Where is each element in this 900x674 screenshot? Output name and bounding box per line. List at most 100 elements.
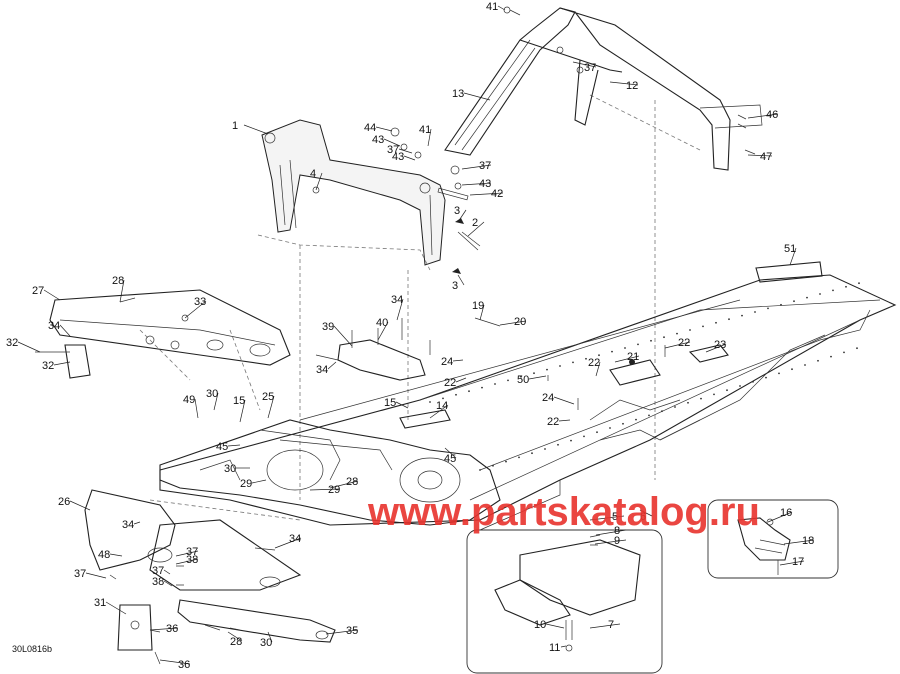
callout-26[interactable]: 26 xyxy=(58,496,70,508)
rivet xyxy=(583,435,585,438)
callout-36[interactable]: 36 xyxy=(178,659,190,671)
callout-33[interactable]: 33 xyxy=(194,296,206,308)
callout-29[interactable]: 29 xyxy=(240,478,252,490)
callout-31[interactable]: 31 xyxy=(94,597,106,609)
callout-51[interactable]: 51 xyxy=(784,243,796,255)
callout-3[interactable]: 3 xyxy=(454,205,460,217)
callout-43[interactable]: 43 xyxy=(479,178,491,190)
callout-1[interactable]: 1 xyxy=(232,120,238,132)
callout-28[interactable]: 28 xyxy=(230,636,242,648)
callout-3[interactable]: 3 xyxy=(452,280,458,292)
callout-15[interactable]: 15 xyxy=(384,397,396,409)
callout-30[interactable]: 30 xyxy=(206,388,218,400)
callout-47[interactable]: 47 xyxy=(760,151,772,163)
callout-32[interactable]: 32 xyxy=(42,360,54,372)
callout-30[interactable]: 30 xyxy=(260,637,272,649)
center-crossmember[interactable] xyxy=(315,318,431,381)
callout-2[interactable]: 2 xyxy=(472,217,478,229)
leader-line-36 xyxy=(159,659,191,665)
leader-line-15 xyxy=(395,401,409,409)
callout-22[interactable]: 22 xyxy=(678,337,690,349)
callout-22[interactable]: 22 xyxy=(588,357,600,369)
callout-15[interactable]: 15 xyxy=(233,395,245,407)
callout-16[interactable]: 16 xyxy=(780,507,792,519)
callout-23[interactable]: 23 xyxy=(714,339,726,351)
callout-10[interactable]: 10 xyxy=(534,619,546,631)
rivet xyxy=(832,289,834,292)
front-bulkhead[interactable] xyxy=(159,419,501,526)
callout-39[interactable]: 39 xyxy=(322,321,334,333)
callout-8[interactable]: 8 xyxy=(614,525,620,537)
callout-43[interactable]: 43 xyxy=(372,134,384,146)
callout-37[interactable]: 37 xyxy=(152,565,164,577)
callout-7[interactable]: 7 xyxy=(608,619,614,631)
callout-5[interactable]: 5 xyxy=(612,511,618,523)
callout-21[interactable]: 21 xyxy=(627,351,639,363)
callout-13[interactable]: 13 xyxy=(452,88,464,100)
callout-35[interactable]: 35 xyxy=(346,625,358,637)
rivet xyxy=(546,368,548,371)
tunnel-brackets[interactable] xyxy=(399,261,823,429)
callout-34[interactable]: 34 xyxy=(48,320,60,332)
callout-22[interactable]: 22 xyxy=(444,377,456,389)
leader-line-19 xyxy=(479,304,485,321)
leader-line-13 xyxy=(463,92,491,101)
callout-38[interactable]: 38 xyxy=(186,554,198,566)
callout-42[interactable]: 42 xyxy=(491,188,503,200)
callout-18[interactable]: 18 xyxy=(802,535,814,547)
callout-34[interactable]: 34 xyxy=(289,533,301,545)
callout-34[interactable]: 34 xyxy=(316,364,328,376)
callout-19[interactable]: 19 xyxy=(472,300,484,312)
callout-43[interactable]: 43 xyxy=(392,151,404,163)
callout-34[interactable]: 34 xyxy=(122,519,134,531)
callout-28[interactable]: 28 xyxy=(346,476,358,488)
leader-line-18 xyxy=(783,539,815,545)
callout-37[interactable]: 37 xyxy=(584,62,596,74)
callout-22[interactable]: 22 xyxy=(547,416,559,428)
rivet xyxy=(754,311,756,313)
front-upper-frame[interactable] xyxy=(257,119,446,271)
callout-41[interactable]: 41 xyxy=(486,1,498,13)
callout-36[interactable]: 36 xyxy=(166,623,178,635)
callout-12[interactable]: 12 xyxy=(626,80,638,92)
callout-9[interactable]: 9 xyxy=(614,535,620,547)
callout-45[interactable]: 45 xyxy=(444,453,456,465)
callout-40[interactable]: 40 xyxy=(376,317,388,329)
callout-27[interactable]: 27 xyxy=(32,285,44,297)
callout-41[interactable]: 41 xyxy=(419,124,431,136)
rivet xyxy=(622,422,624,425)
callout-48[interactable]: 48 xyxy=(98,549,110,561)
callout-14[interactable]: 14 xyxy=(436,400,448,412)
steering-support-frame[interactable] xyxy=(444,7,763,171)
left-side-bracket[interactable] xyxy=(35,289,291,379)
rivet xyxy=(728,318,730,321)
callout-30[interactable]: 30 xyxy=(224,463,236,475)
leader-line-22 xyxy=(558,419,571,422)
callout-46[interactable]: 46 xyxy=(766,109,778,121)
callout-4[interactable]: 4 xyxy=(310,168,316,180)
callout-24[interactable]: 24 xyxy=(542,392,554,404)
rivet xyxy=(559,365,561,367)
callout-44[interactable]: 44 xyxy=(364,122,376,134)
callout-25[interactable]: 25 xyxy=(262,391,274,403)
callout-37[interactable]: 37 xyxy=(479,160,491,172)
callout-17[interactable]: 17 xyxy=(792,556,804,568)
callout-24[interactable]: 24 xyxy=(441,356,453,368)
callout-6[interactable]: 6 xyxy=(640,511,646,523)
main-tunnel[interactable] xyxy=(159,274,897,531)
callout-20[interactable]: 20 xyxy=(514,316,526,328)
callout-37[interactable]: 37 xyxy=(74,568,86,580)
callout-37[interactable]: 37 xyxy=(186,546,198,558)
callout-37[interactable]: 37 xyxy=(387,144,399,156)
callout-11[interactable]: 11 xyxy=(549,642,560,654)
callout-38[interactable]: 38 xyxy=(152,576,164,588)
callout-49[interactable]: 49 xyxy=(183,394,195,406)
callout-28[interactable]: 28 xyxy=(112,275,124,287)
callout-29[interactable]: 29 xyxy=(328,484,340,496)
callout-45[interactable]: 45 xyxy=(216,441,228,453)
callout-34[interactable]: 34 xyxy=(391,294,403,306)
front-lower-plates[interactable] xyxy=(84,489,336,665)
callout-32[interactable]: 32 xyxy=(6,337,18,349)
callout-50[interactable]: 50 xyxy=(517,374,529,386)
